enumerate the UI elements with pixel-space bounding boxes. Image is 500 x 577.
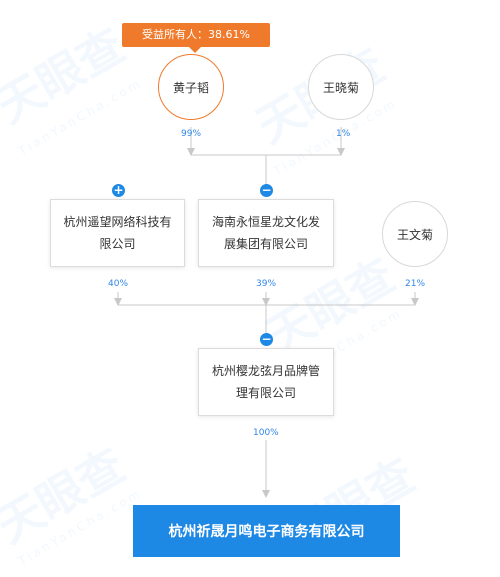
shareholder-node-wang-wenju[interactable]: 王文菊 (382, 201, 448, 267)
share-percent: 99% (181, 129, 202, 139)
shareholder-name: 王文菊 (396, 227, 433, 242)
company-node-yaowang[interactable]: 杭州遥望网络科技有限公司 (50, 199, 185, 267)
shareholder-node-huang[interactable]: 黄子韬 (158, 54, 224, 120)
company-name: 杭州樱龙弦月品牌管理有限公司 (211, 364, 320, 400)
shareholder-node-wang-xiaoju[interactable]: 王晓菊 (308, 54, 374, 120)
collapse-toggle-button[interactable]: − (260, 332, 273, 346)
share-percent: 21% (405, 279, 426, 289)
company-node-yinglong[interactable]: 杭州樱龙弦月品牌管理有限公司 (198, 348, 334, 416)
company-name: 杭州遥望网络科技有限公司 (63, 215, 172, 251)
beneficial-owner-badge: 受益所有人：38.61% (122, 23, 270, 47)
target-company-node[interactable]: 杭州祈晟月鸣电子商务有限公司 (133, 505, 400, 557)
shareholder-name: 黄子韬 (172, 80, 209, 95)
expand-toggle-button[interactable]: + (112, 183, 125, 197)
company-node-hainan-yongheng[interactable]: 海南永恒星龙文化发展集团有限公司 (198, 199, 334, 267)
share-percent: 100% (253, 428, 279, 438)
collapse-toggle-button[interactable]: − (260, 183, 273, 197)
share-percent: 40% (108, 279, 129, 289)
target-company-name: 杭州祈晟月鸣电子商务有限公司 (168, 524, 365, 540)
share-percent: 39% (256, 279, 277, 289)
share-percent: 1% (336, 129, 351, 139)
badge-pointer (189, 47, 201, 53)
company-name: 海南永恒星龙文化发展集团有限公司 (211, 215, 320, 251)
shareholder-name: 王晓菊 (322, 80, 359, 95)
